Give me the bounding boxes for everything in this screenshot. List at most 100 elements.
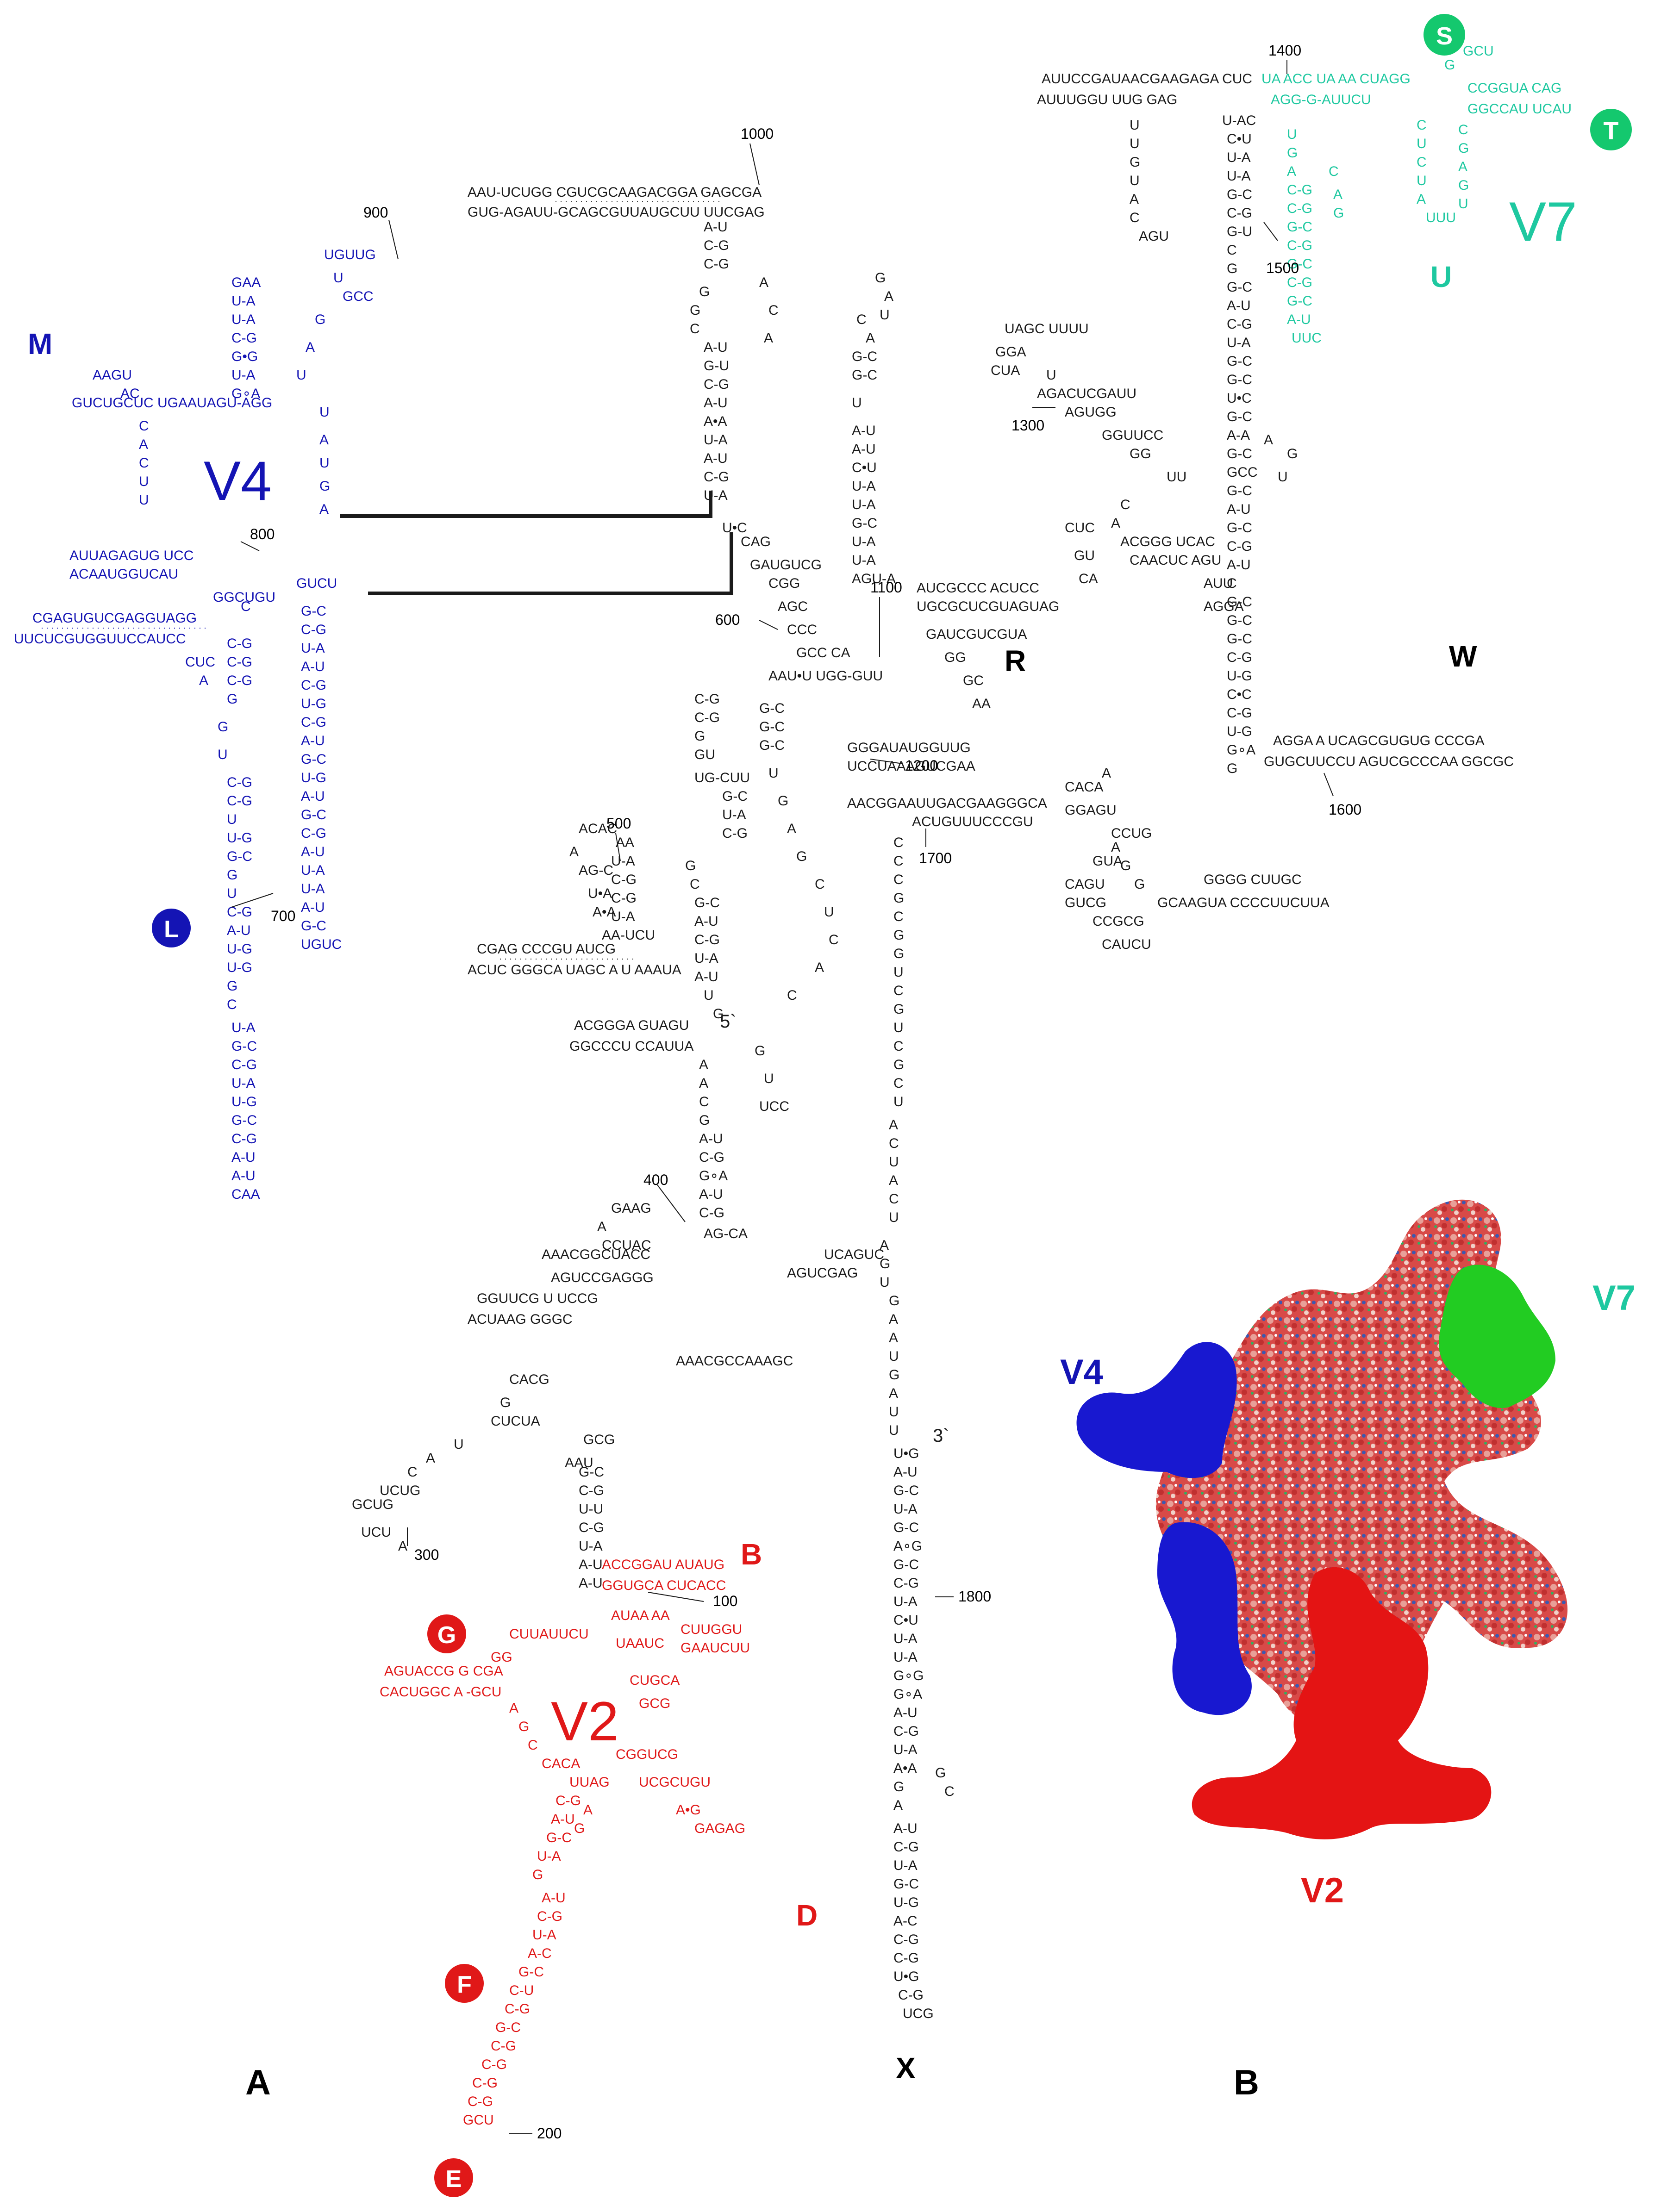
svg-text:U: U [218, 747, 228, 762]
stem-central-upper: A-UC-GC-G GGC A-UG-UC-G A-UA•AU-A A-UC-G… [690, 219, 779, 503]
svg-text:A-A: A-A [1227, 428, 1250, 443]
svg-text:C-G: C-G [893, 1724, 919, 1739]
svg-text:A∘G: A∘G [893, 1539, 922, 1554]
svg-text:GAUCGUCGUA: GAUCGUCGUA [926, 627, 1027, 642]
seq-1000-top: AAU-UCUGG CGUCGCAAGACGGA GAGCGA [468, 185, 762, 200]
svg-text:GU: GU [694, 747, 715, 762]
svg-text:C-G: C-G [898, 1988, 924, 2003]
svg-text:U•G: U•G [893, 1969, 919, 1984]
svg-text:CAUCU: CAUCU [1102, 937, 1151, 952]
svg-text:A: A [1130, 192, 1139, 207]
svg-text:C-G: C-G [893, 1950, 919, 1966]
svg-text:A-U: A-U [694, 914, 718, 929]
svg-text:C-G: C-G [579, 1520, 604, 1535]
svg-text:C-G: C-G [491, 2038, 516, 2054]
svg-text:CACA: CACA [1065, 779, 1103, 795]
svg-text:C-G: C-G [227, 636, 252, 651]
seq-350-top: UCAGUC [824, 1247, 884, 1262]
stem-w-lower: AGG GCAAGUA CCCCUUCUUA GGGG CUUGC CCGCGC… [1065, 840, 1330, 952]
svg-text:GGUUCC: GGUUCC [1102, 428, 1163, 443]
five-prime-end: 5` [720, 1011, 737, 1032]
svg-text:U: U [139, 474, 149, 489]
svg-text:U-A: U-A [893, 1742, 918, 1757]
svg-text:U: U [1278, 469, 1288, 485]
svg-text:GAAG: GAAG [611, 1201, 651, 1216]
svg-text:UG-CUU: UG-CUU [694, 770, 750, 785]
svg-text:C: C [699, 1094, 709, 1109]
svg-text:G: G [518, 1719, 529, 1734]
seq-400-bottom: AGUCCGAGGG [551, 1270, 654, 1285]
svg-text:C: C [856, 312, 867, 327]
helix-label-w: W [1449, 640, 1477, 673]
svg-text:G: G [532, 1867, 543, 1882]
svg-text:A: A [889, 1173, 898, 1188]
svg-text:U: U [880, 1275, 890, 1290]
svg-text:U-A: U-A [893, 1594, 918, 1609]
svg-text:GCAAGUA CCCCUUCUUA: GCAAGUA CCCCUUCUUA [1157, 895, 1330, 910]
seq-v2-b-top: ACCGGAU AUAUG [602, 1557, 724, 1572]
svg-text:U-G: U-G [227, 830, 252, 846]
svg-text:C: C [1329, 164, 1339, 179]
svg-text:C-G: C-G [227, 654, 252, 670]
circle-label-g: G [427, 1614, 466, 1653]
svg-text:C: C [1130, 210, 1140, 225]
position-number-labels: 100 200 300 400 500 600 700 800 900 1000… [250, 42, 1361, 2142]
svg-text:U-U: U-U [579, 1502, 603, 1517]
svg-text:AGU: AGU [1139, 229, 1169, 244]
svg-text:U-A: U-A [579, 1539, 603, 1554]
svg-text:S: S [1436, 22, 1453, 50]
svg-text:C-G: C-G [704, 238, 729, 253]
svg-text:CA: CA [1079, 571, 1098, 586]
svg-text:UCC: UCC [759, 1099, 789, 1114]
circle-label-s: S [1424, 14, 1465, 56]
seq-v4-upper: GUCUGCUC UGAAUAGU-AGG [72, 395, 272, 411]
svg-text:G: G [880, 1256, 890, 1271]
svg-text:G-C: G-C [301, 918, 326, 934]
svg-text:UCUG: UCUG [380, 1483, 420, 1498]
svg-text:C: C [829, 932, 839, 947]
svg-text:UCGCUGU: UCGCUGU [639, 1775, 711, 1790]
svg-text:C-G: C-G [1227, 206, 1252, 221]
svg-text:C: C [241, 599, 251, 614]
svg-text:C•U: C•U [893, 1613, 918, 1628]
svg-text:U-A: U-A [722, 807, 746, 822]
svg-text:A-U: A-U [301, 789, 325, 804]
svg-text:C-G: C-G [301, 678, 326, 693]
svg-text:AAGU: AAGU [93, 368, 132, 383]
svg-text:G: G [685, 858, 696, 873]
svg-text:G-U: G-U [1227, 224, 1252, 239]
svg-text:CUA: CUA [991, 363, 1020, 378]
seq-1300-bottom: AGACUCGAUU [1037, 386, 1136, 401]
svg-text:C: C [227, 997, 237, 1012]
svg-text:A-U: A-U [301, 659, 325, 674]
position-numbers [231, 60, 1334, 2134]
svg-text:G: G [315, 312, 325, 327]
svg-text:UUAG: UUAG [569, 1775, 610, 1790]
svg-text:ACGGG UCAC: ACGGG UCAC [1120, 534, 1215, 549]
svg-text:G: G [1333, 206, 1344, 221]
seq-300-top: GGUUCG U UCCG [477, 1291, 598, 1306]
svg-text:C-G: C-G [694, 710, 720, 725]
v4-connector-upper [340, 491, 712, 518]
v4-connector-lower [368, 532, 733, 595]
svg-text:G-C: G-C [1227, 446, 1252, 461]
svg-text:C-G: C-G [537, 1909, 562, 1924]
svg-text:A: A [319, 502, 329, 517]
svg-text:U: U [1417, 173, 1427, 188]
svg-text:A: A [884, 289, 893, 304]
svg-text:A-U: A-U [301, 733, 325, 748]
svg-text:G: G [796, 849, 807, 864]
svg-text:G: G [875, 270, 886, 286]
svg-text:U-A: U-A [1227, 335, 1251, 350]
svg-text:C: C [1417, 118, 1427, 133]
seq-350-bottom: AGUCGAG [787, 1265, 858, 1281]
seq-300-bottom: ACUAAG GGGC [468, 1312, 573, 1327]
svg-text:U: U [319, 405, 330, 420]
svg-text:C-G: C-G [699, 1150, 724, 1165]
svg-text:A: A [199, 673, 208, 688]
svg-text:C: C [690, 877, 700, 892]
svg-text:G: G [218, 719, 228, 735]
svg-text:A: A [889, 1330, 898, 1346]
